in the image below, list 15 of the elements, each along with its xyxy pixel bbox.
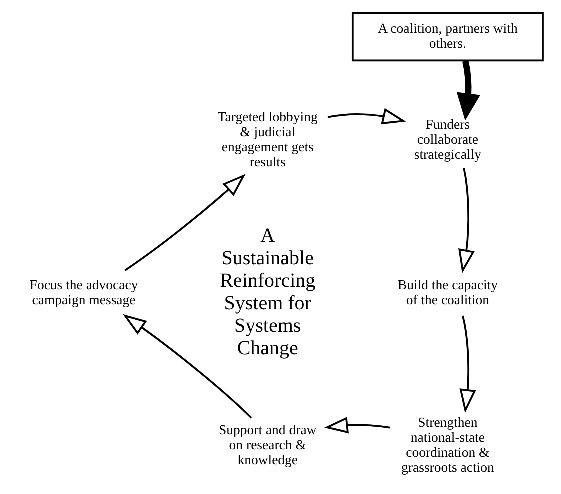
arrow [122, 314, 252, 419]
arrow [458, 168, 474, 274]
node-text: Funders collaborate strategically [414, 117, 482, 162]
arrow [456, 60, 480, 121]
node-text: Support and draw on research & knowledge [218, 422, 316, 468]
arrow [124, 174, 246, 272]
arrow [327, 108, 406, 125]
node-text: Strengthen national-state coordination & grassroots action [401, 414, 494, 475]
node-text: Targeted lobbying & judicial engagement gets results [217, 110, 318, 170]
node-box: A coalition, partners with others. [351, 12, 544, 62]
arrow [459, 316, 476, 414]
node-text: Build the capacity of the coalition [397, 277, 498, 308]
arrow [324, 417, 390, 434]
node-text: Focus the advocacy campaign message [29, 277, 138, 308]
node-text: A Sustainable Reinforcing System for Systems Change [220, 224, 316, 360]
